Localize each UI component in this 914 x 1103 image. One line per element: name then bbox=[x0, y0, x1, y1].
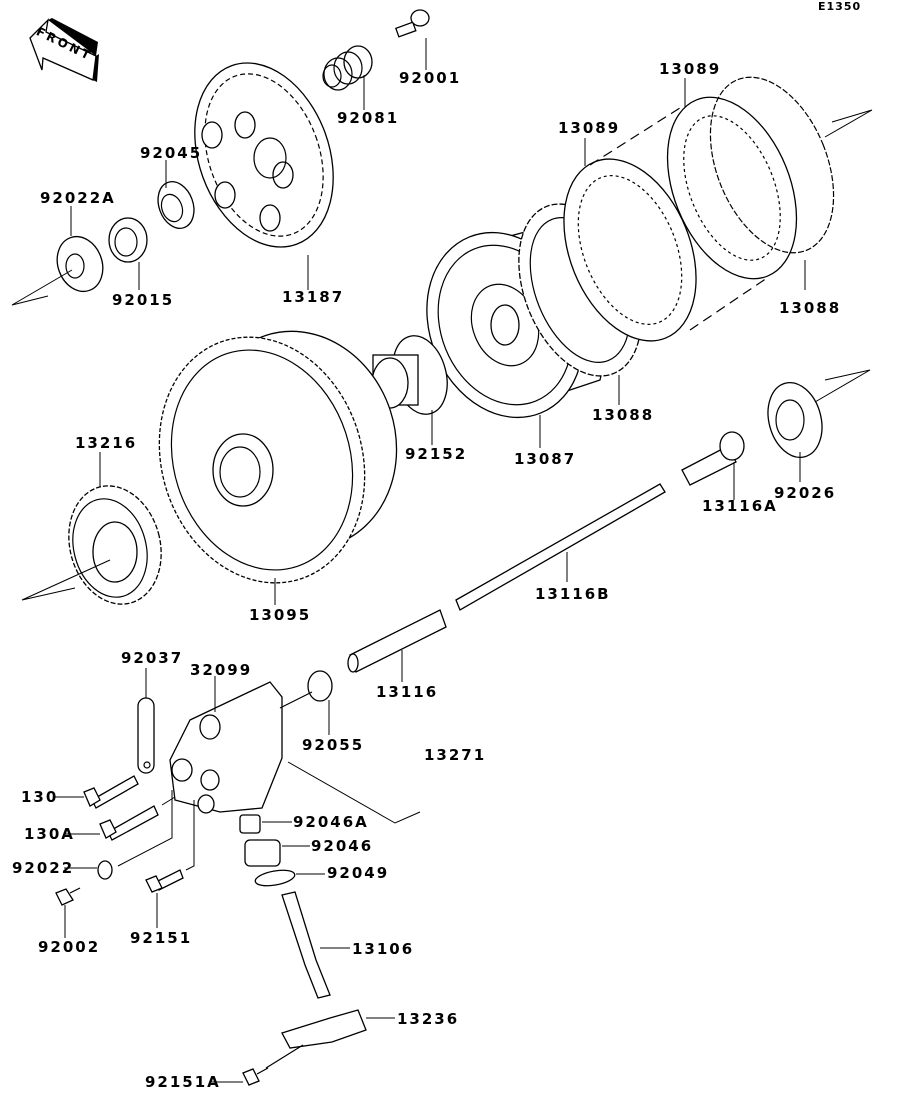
label-13116B[interactable]: 13116B bbox=[535, 585, 611, 603]
label-92081[interactable]: 92081 bbox=[337, 109, 400, 127]
part-13116B[interactable] bbox=[455, 483, 666, 611]
label-13116A[interactable]: 13116A bbox=[702, 497, 778, 515]
label-13236[interactable]: 13236 bbox=[397, 1010, 460, 1028]
label-13106[interactable]: 13106 bbox=[352, 940, 415, 958]
front-arrow-icon bbox=[29, 18, 99, 82]
label-13271[interactable]: 13271 bbox=[424, 746, 487, 764]
label-92001[interactable]: 92001 bbox=[399, 69, 462, 87]
part-92049[interactable] bbox=[254, 868, 325, 889]
label-92152[interactable]: 92152 bbox=[405, 445, 468, 463]
label-130[interactable]: 130 bbox=[21, 788, 59, 806]
part-92001[interactable] bbox=[394, 9, 430, 70]
label-13088-b[interactable]: 13088 bbox=[779, 299, 842, 317]
label-92022A[interactable]: 92022A bbox=[40, 189, 116, 207]
label-92046[interactable]: 92046 bbox=[311, 837, 374, 855]
label-92026[interactable]: 92026 bbox=[774, 484, 837, 502]
part-13106[interactable] bbox=[281, 891, 350, 999]
part-92026[interactable] bbox=[760, 369, 871, 482]
label-13089-b[interactable]: 13089 bbox=[659, 60, 722, 78]
part-92037[interactable] bbox=[137, 668, 155, 774]
part-92081[interactable] bbox=[322, 45, 373, 110]
part-13236[interactable] bbox=[281, 1009, 395, 1049]
part-92151A[interactable] bbox=[212, 1044, 304, 1086]
label-32099[interactable]: 32099 bbox=[190, 661, 253, 679]
label-92049[interactable]: 92049 bbox=[327, 864, 390, 882]
part-92022A[interactable] bbox=[11, 206, 110, 306]
label-13216[interactable]: 13216 bbox=[75, 434, 138, 452]
part-13088b[interactable] bbox=[589, 59, 873, 331]
label-13089-a[interactable]: 13089 bbox=[558, 119, 621, 137]
label-92015[interactable]: 92015 bbox=[112, 291, 175, 309]
label-92046A[interactable]: 92046A bbox=[293, 813, 369, 831]
label-92151[interactable]: 92151 bbox=[130, 929, 193, 947]
part-92046[interactable] bbox=[244, 839, 310, 867]
label-92022[interactable]: 92022 bbox=[12, 859, 75, 877]
part-92045[interactable] bbox=[152, 160, 200, 233]
part-13187[interactable] bbox=[170, 43, 357, 290]
part-32099[interactable] bbox=[169, 676, 421, 824]
part-130A[interactable] bbox=[66, 796, 176, 841]
part-13095[interactable] bbox=[128, 306, 424, 610]
label-13116[interactable]: 13116 bbox=[376, 683, 439, 701]
part-92055[interactable] bbox=[307, 670, 333, 735]
part-92015[interactable] bbox=[108, 217, 148, 290]
part-13116[interactable] bbox=[347, 609, 447, 682]
part-92151[interactable] bbox=[145, 800, 195, 928]
label-92037[interactable]: 92037 bbox=[121, 649, 184, 667]
part-92002[interactable] bbox=[55, 887, 81, 938]
label-92151A[interactable]: 92151A bbox=[145, 1073, 221, 1091]
part-92046A[interactable] bbox=[239, 814, 292, 834]
label-13095[interactable]: 13095 bbox=[249, 606, 312, 624]
part-13216[interactable] bbox=[21, 452, 174, 615]
part-13116A[interactable] bbox=[681, 431, 745, 500]
label-13187[interactable]: 13187 bbox=[282, 288, 345, 306]
label-92002[interactable]: 92002 bbox=[38, 938, 101, 956]
label-130A[interactable]: 130A bbox=[24, 825, 75, 843]
label-92045[interactable]: 92045 bbox=[140, 144, 203, 162]
label-92055[interactable]: 92055 bbox=[302, 736, 365, 754]
label-13087[interactable]: 13087 bbox=[514, 450, 577, 468]
part-92022[interactable] bbox=[64, 790, 173, 880]
part-13089b[interactable] bbox=[643, 78, 822, 298]
part-130[interactable] bbox=[53, 775, 139, 809]
diagram-code: E1350 bbox=[818, 0, 862, 13]
label-13088-a[interactable]: 13088 bbox=[592, 406, 655, 424]
